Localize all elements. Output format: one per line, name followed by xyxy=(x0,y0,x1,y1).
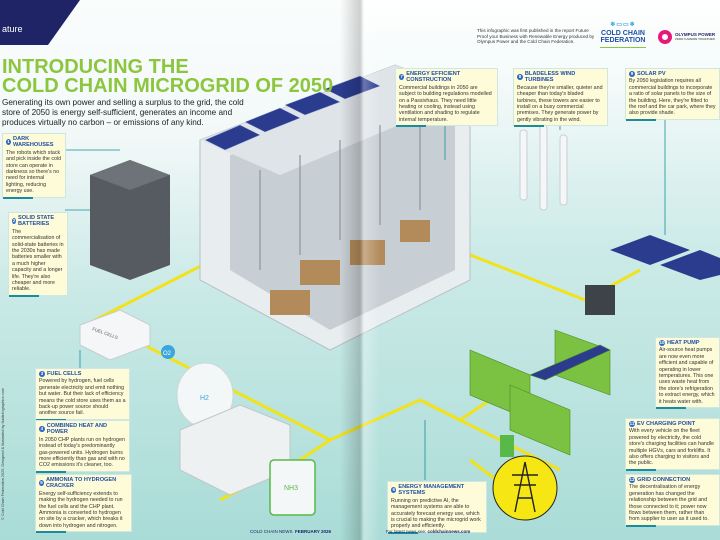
callout-text: Running on predictive AI, the management… xyxy=(391,497,481,530)
electric-trucks xyxy=(469,329,611,456)
callout-text: Energy self-sufficiency extends to makin… xyxy=(39,490,123,529)
heat-pump xyxy=(585,285,615,315)
o2-label: O2 xyxy=(163,351,172,357)
callout-number-badge: 8 xyxy=(517,74,523,81)
callout-number-badge: 3 xyxy=(39,371,45,378)
callout-title-text: EV CHARGING POINT xyxy=(637,421,696,427)
ammonia-tank: NH3 xyxy=(269,459,316,516)
callout-title-text: SOLAR PV xyxy=(637,71,666,77)
callout-number-badge: 6 xyxy=(391,487,397,494)
callout-title-text: BLADELESS WIND TURBINES xyxy=(524,71,576,84)
callout-text: The commercialisation of solid-state bat… xyxy=(12,228,64,293)
folio: COLD CHAIN NEWS FEBRUARY 2026 xyxy=(250,529,331,534)
folio-date: FEBRUARY 2026 xyxy=(295,529,332,534)
callout-text: In 2050 CHP plants run on hydrogen inste… xyxy=(39,436,125,469)
callout-text: Powered by hydrogen, fuel cells generate… xyxy=(39,378,126,417)
publication-note: This infographic was first published in … xyxy=(477,28,595,45)
callout-text: Because they're smaller, quieter and che… xyxy=(517,84,603,123)
callout-title-text: DARK WAREHOUSES xyxy=(13,136,54,149)
callout-number-badge: 10 xyxy=(659,340,665,347)
warehouse-building xyxy=(199,64,471,351)
olympus-name: OLYMPUS POWER xyxy=(675,32,716,37)
callout-title-text: GRID CONNECTION xyxy=(637,477,691,483)
snowflake-truck-icon: ❄▭▭❄ xyxy=(610,22,636,28)
olympus-ring-icon xyxy=(658,30,672,44)
intro-text: Generating its own power and selling a s… xyxy=(2,98,244,127)
callout-text: By 2050 legislation requires all commerc… xyxy=(629,78,716,117)
ev-charger xyxy=(500,435,514,457)
news-link-line: For latest news see: coldchainnews.com xyxy=(386,529,470,534)
callout-text: Air-source heat pumps are now even more … xyxy=(659,347,715,405)
fuel-cells-unit: FUEL CELLS O2 xyxy=(79,309,175,361)
page-title: INTRODUCING THE COLD CHAIN MICROGRID OF … xyxy=(2,56,334,97)
grid-connection-pylon xyxy=(492,455,558,521)
callout-text: The robots which stack and pick inside t… xyxy=(6,149,62,195)
callout-number-badge: 2 xyxy=(12,218,16,225)
callout-number-badge: 4 xyxy=(39,426,45,433)
callout-title-text: ENERGY MANAGEMENT SYSTEMS xyxy=(398,484,465,497)
folio-publication: COLD CHAIN NEWS xyxy=(250,529,293,534)
news-url-link[interactable]: coldchainnews.com xyxy=(427,529,471,534)
section-label: ature xyxy=(2,24,23,34)
callout-title-text: COMBINED HEAT AND POWER xyxy=(46,423,108,436)
nh3-label: NH3 xyxy=(284,485,298,492)
callout-number-badge: 1 xyxy=(6,139,12,146)
news-prefix: For latest news see: xyxy=(386,529,427,534)
battery-stacks xyxy=(90,160,170,280)
bladeless-wind-turbines xyxy=(519,124,568,211)
callout-number-badge: 12 xyxy=(629,477,635,484)
callout-text: The decentralisation of energy generatio… xyxy=(629,484,709,523)
ccf-line-2: FEDERATION xyxy=(600,37,646,44)
callout-text: Commercial buildings in 2050 are subject… xyxy=(399,84,492,123)
callout-title-text: HEAT PUMP xyxy=(667,340,700,346)
callout-number-badge: 9 xyxy=(629,71,635,78)
h2-label: H2 xyxy=(200,395,209,402)
solar-panels-roof xyxy=(204,75,381,151)
callout-title-text: AMMONIA TO HYDROGEN CRACKER xyxy=(45,477,117,490)
callout-title-text: SOLID STATE BATTERIES xyxy=(18,215,55,228)
copyright-text: © Cold Chain Federation 2025. Designed &… xyxy=(1,387,5,520)
title-line-1: INTRODUCING THE xyxy=(2,56,189,78)
callout-title-text: FUEL CELLS xyxy=(47,371,82,377)
callout-text: With every vehicle on the fleet powered … xyxy=(629,428,714,467)
callout-title-text: ENERGY EFFICIENT CONSTRUCTION xyxy=(406,71,461,84)
ccf-line-1: COLD CHAIN xyxy=(601,29,645,37)
cold-chain-federation-logo: ❄▭▭❄ COLD CHAIN FEDERATION xyxy=(600,22,646,48)
olympus-tagline: ZERO CARBON TOGETHER xyxy=(675,37,715,41)
callout-number-badge: 11 xyxy=(629,421,635,428)
carport-solar xyxy=(610,235,720,280)
title-line-2: COLD CHAIN MICROGRID OF 2050 xyxy=(2,75,334,97)
callout-number-badge: 7 xyxy=(399,74,405,81)
callout-number-badge: 5 xyxy=(39,480,44,487)
page-gutter-shadow xyxy=(340,0,380,540)
